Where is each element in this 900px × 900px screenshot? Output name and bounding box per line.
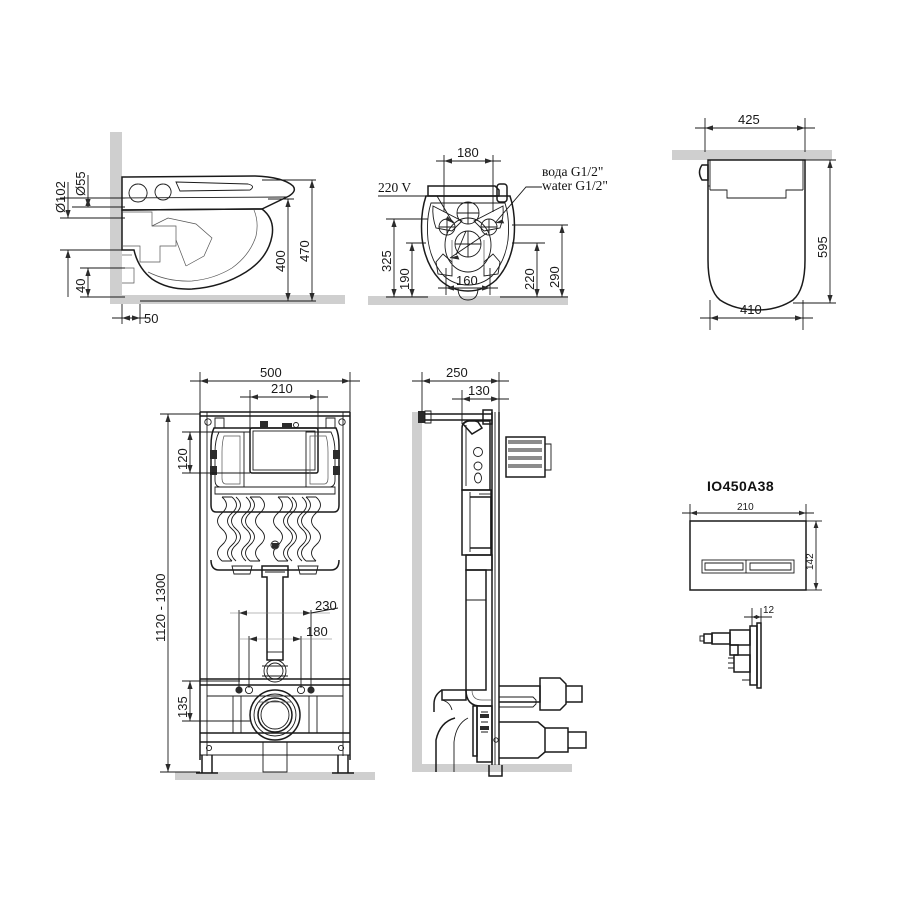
frame-mid-rail <box>200 659 350 695</box>
dimension-230: 230 <box>230 598 339 688</box>
wall-vertical <box>110 132 122 302</box>
dimension-label-120: 120 <box>175 448 190 470</box>
dimension-50: 50 <box>112 304 158 326</box>
flush-plate-side-body <box>699 622 762 689</box>
frame-side-rail <box>418 409 503 777</box>
toilet-side-body <box>121 175 296 290</box>
dimension-label-50: 50 <box>144 311 158 326</box>
plumbing-side <box>433 677 587 772</box>
dimension-180-front: 180 <box>436 145 501 212</box>
dimension-label-180-frame: 180 <box>306 624 328 639</box>
dimension-label-142-plate: 142 <box>805 553 816 570</box>
dimension-label-160-front: 160 <box>456 273 478 288</box>
view-side-frame: 250 130 <box>412 365 587 777</box>
dimension-label-250: 250 <box>446 365 468 380</box>
dimension-210-frame: 210 <box>240 381 328 430</box>
callout-label-220v: 220 V <box>378 180 411 195</box>
floor-line-frame <box>175 772 375 780</box>
dimension-500: 500 <box>190 365 360 412</box>
dimension-label-d55: Ø55 <box>73 171 88 196</box>
dimension-label-135: 135 <box>175 696 190 718</box>
dimension-label-130: 130 <box>468 383 490 398</box>
dimension-40: 40 <box>65 250 91 297</box>
dimension-extensions-left <box>60 197 125 298</box>
floor-line-front <box>368 296 568 305</box>
dimension-400-470: 400 470 <box>140 179 316 302</box>
dimension-130: 130 <box>452 383 509 424</box>
dimension-label-210-plate: 210 <box>737 502 754 513</box>
dimension-label-500: 500 <box>260 365 282 380</box>
view-front-frame: 500 210 120 1120 - 1300 <box>153 365 375 780</box>
floor-line <box>110 295 345 304</box>
view-front-elevation-toilet: 220 V вода G1/2" water G1/2" 180 <box>368 145 608 305</box>
cistern-assembly <box>210 421 340 661</box>
dimension-142-plate: 142 <box>805 520 822 591</box>
flush-plate-model-code: IO450A38 <box>707 478 774 494</box>
dimension-12: 12 <box>744 605 775 626</box>
dimension-label-470: 470 <box>297 240 312 262</box>
dimension-label-425: 425 <box>738 112 760 127</box>
dimension-label-325: 325 <box>379 250 394 272</box>
callout-label-water-en: water G1/2" <box>542 178 608 193</box>
dimension-595: 595 <box>793 159 836 304</box>
floor-side-frame <box>412 764 572 772</box>
flush-plate-body <box>689 520 807 591</box>
dimension-label-290: 290 <box>547 266 562 288</box>
dimension-325-190: 325 190 <box>379 218 428 298</box>
dimension-label-d102: Ø102 <box>53 181 68 213</box>
dimension-label-400: 400 <box>273 250 288 272</box>
wall-band-plan <box>672 150 832 160</box>
dimension-220-290: 220 290 <box>500 224 568 298</box>
dimension-135: 135 <box>175 680 250 722</box>
dimension-label-230: 230 <box>315 598 337 613</box>
dimension-label-220: 220 <box>522 268 537 290</box>
dimension-height-range: 1120 - 1300 <box>153 413 200 773</box>
callout-220v: 220 V <box>378 180 454 224</box>
cistern-side <box>461 419 493 707</box>
dimension-label-40: 40 <box>73 279 88 293</box>
dimension-425: 425 <box>695 112 815 152</box>
dimension-label-410: 410 <box>740 302 762 317</box>
callout-label-water-ru: вода G1/2" <box>542 164 603 179</box>
dimension-120: 120 <box>175 431 250 474</box>
dimension-180-frame: 180 <box>240 624 332 688</box>
dimension-diameter-102: Ø102 <box>53 181 71 218</box>
dimension-label-12: 12 <box>763 605 775 616</box>
toilet-plan-body <box>698 159 806 311</box>
wall-side-frame <box>412 412 422 772</box>
control-box-side <box>505 436 552 478</box>
dimension-210-plate: 210 <box>682 502 814 521</box>
view-plan-toilet: 425 595 410 <box>672 112 836 330</box>
dimension-410: 410 <box>700 300 813 330</box>
dimension-label-180-front: 180 <box>457 145 479 160</box>
dimension-160-front: 160 <box>438 268 498 295</box>
dimension-label-595: 595 <box>815 236 830 258</box>
dimension-250: 250 <box>412 365 509 412</box>
frame-lower-panel <box>207 689 343 741</box>
view-flush-plate: IO450A38 210 142 <box>682 478 822 591</box>
view-side-elevation-toilet: 50 Ø102 Ø55 <box>53 132 345 326</box>
dimension-label-190: 190 <box>397 268 412 290</box>
dimension-label-210-frame: 210 <box>271 381 293 396</box>
dimension-label-height-range: 1120 - 1300 <box>153 574 168 642</box>
frame-structure <box>196 411 354 774</box>
view-flush-plate-side: 12 <box>699 605 775 689</box>
callout-water-g12: вода G1/2" water G1/2" <box>449 164 608 260</box>
dimension-diameter-55: Ø55 <box>73 171 91 207</box>
cistern-wave-pattern <box>217 496 321 562</box>
